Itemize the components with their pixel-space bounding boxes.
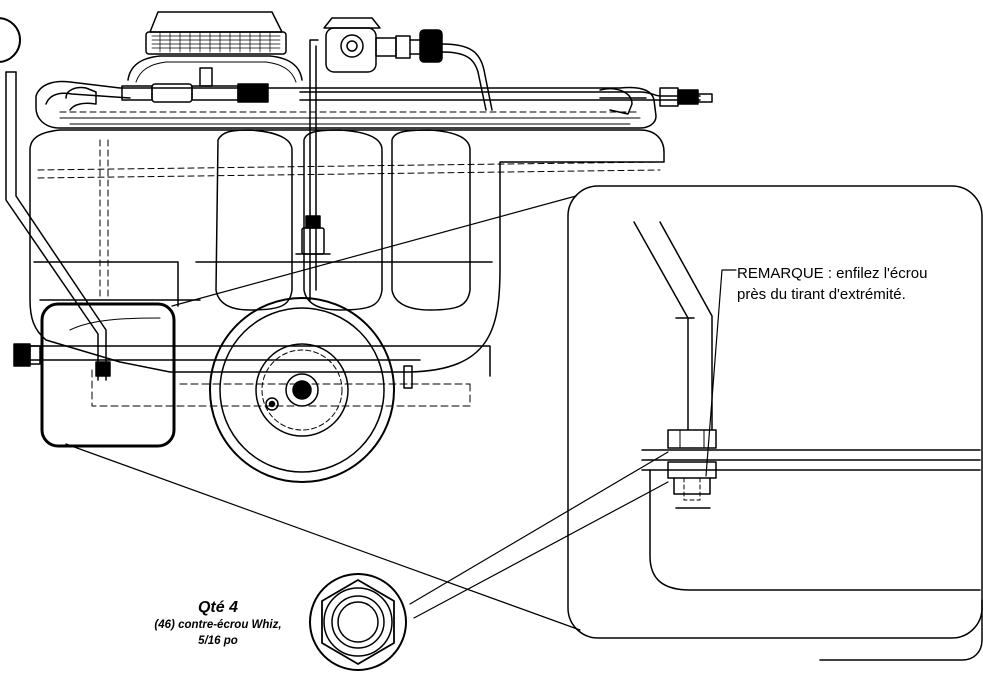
part-quantity: Qté 4 bbox=[197, 599, 238, 616]
detail-callout bbox=[40, 185, 983, 661]
remark-note: REMARQUE : enfilez l'écrou près du tiran… bbox=[737, 263, 927, 305]
whiz-nut-illustration bbox=[309, 573, 407, 671]
part-description: (46) contre-écrou Whiz, bbox=[154, 619, 282, 631]
part-callout: Qté 4 (46) contre-écrou Whiz, 5/16 po bbox=[118, 598, 318, 649]
step-number-circle bbox=[0, 17, 21, 63]
pump-assembly bbox=[121, 11, 713, 301]
wheel bbox=[209, 297, 395, 483]
part-size: 5/16 po bbox=[198, 635, 238, 647]
tank bbox=[13, 80, 665, 407]
remark-line-2: près du tirant d'extrémité. bbox=[737, 286, 906, 303]
remark-line-1: REMARQUE : enfilez l'écrou bbox=[737, 265, 928, 282]
tie-rod bbox=[5, 71, 111, 381]
